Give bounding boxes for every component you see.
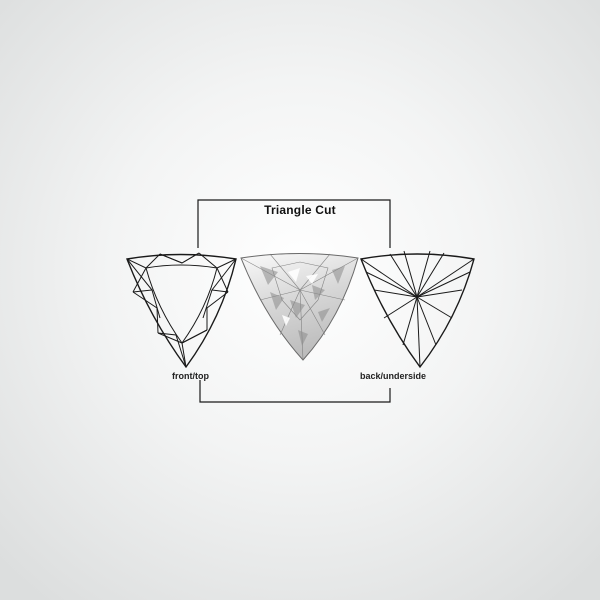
front-top-view <box>126 252 237 369</box>
back-underside-label: back/underside <box>360 371 427 381</box>
photo-view <box>240 253 359 361</box>
connector-bracket <box>197 199 391 403</box>
diagram-title: Triangle Cut <box>264 203 336 217</box>
front-top-label: front/top <box>172 371 209 381</box>
back-underside-view <box>360 250 475 369</box>
